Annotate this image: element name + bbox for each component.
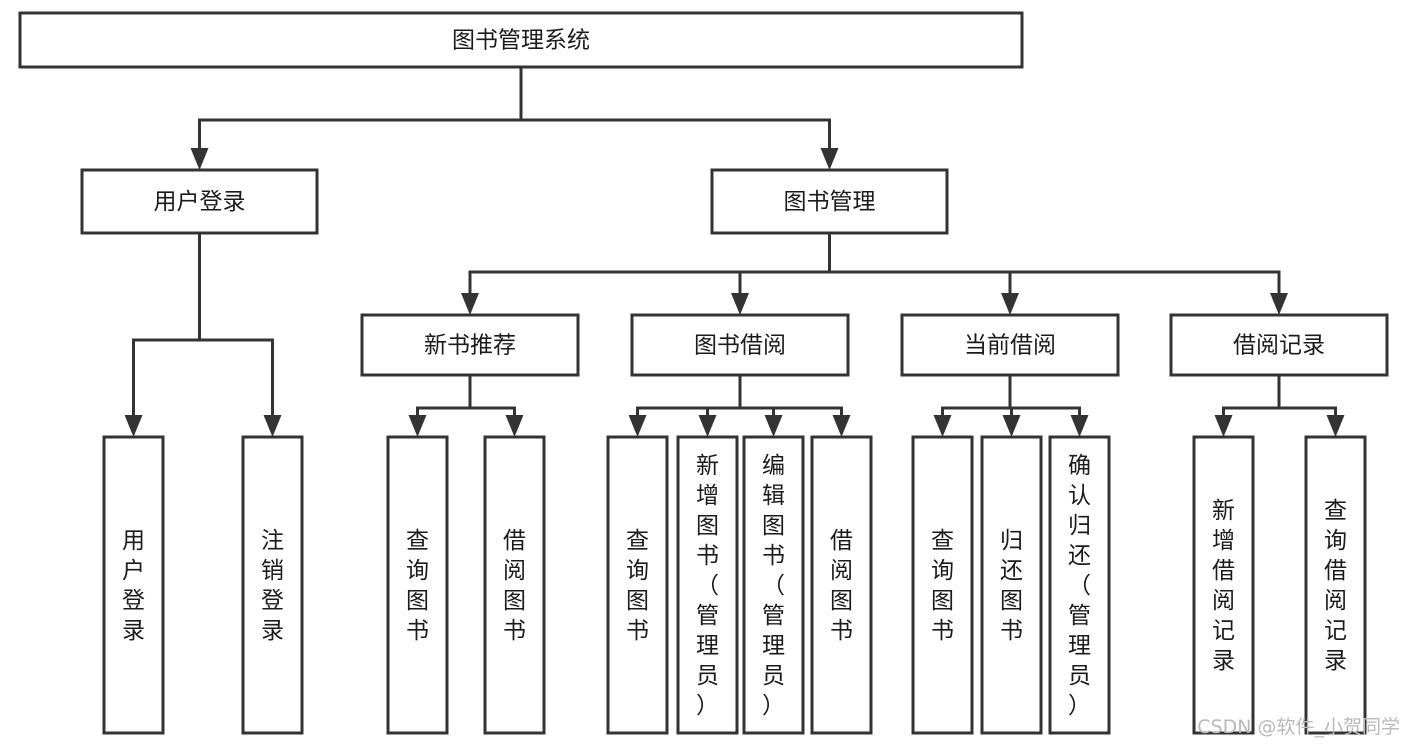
node-leaf-query-borrow-record[interactable]: 查询借阅记录 [1304, 435, 1367, 735]
node-box-leaf-add-borrow-record[interactable] [1192, 435, 1255, 735]
node-box-leaf-add-book-admin[interactable] [676, 435, 739, 735]
node-label-leaf-query-book-cur: 查询图书 [931, 528, 954, 644]
arrow-head-icon [408, 415, 427, 437]
node-label-leaf-query-borrow-record: 查询借阅记录 [1324, 498, 1347, 674]
node-label-leaf-edit-book-admin: 编辑图书（管理员） [762, 453, 785, 719]
arrow-head-icon [124, 415, 143, 437]
node-leaf-return-book[interactable]: 归还图书 [980, 435, 1043, 735]
arrow-head-icon [505, 415, 524, 437]
node-leaf-edit-book-admin[interactable]: 编辑图书（管理员） [742, 435, 805, 735]
node-leaf-add-borrow-record[interactable]: 新增借阅记录 [1192, 435, 1255, 735]
node-label-leaf-add-book-admin: 新增图书（管理员） [696, 453, 719, 719]
node-leaf-borrow-book[interactable]: 借阅图书 [810, 435, 873, 735]
node-label-user-login: 用户登录 [154, 189, 246, 215]
node-box-leaf-logout[interactable] [241, 435, 304, 735]
node-label-current-borrow: 当前借阅 [964, 333, 1056, 359]
arrow-head-icon [698, 415, 717, 437]
arrow-head-icon [1002, 415, 1021, 437]
arrow-head-icon [628, 415, 647, 437]
node-leaf-confirm-return-admin[interactable]: 确认归还（管理员） [1048, 435, 1111, 735]
node-box-leaf-query-book-borrow[interactable] [606, 435, 669, 735]
node-label-leaf-query-book-rec: 查询图书 [406, 528, 429, 644]
node-leaf-query-book-rec[interactable]: 查询图书 [386, 435, 449, 735]
node-box-new-book-recommend[interactable] [360, 313, 580, 377]
arrow-head-icon [1001, 293, 1019, 315]
node-box-book-borrow[interactable] [630, 313, 850, 377]
node-leaf-query-book-borrow[interactable]: 查询图书 [606, 435, 669, 735]
arrow-head-icon [764, 415, 783, 437]
node-label-leaf-add-borrow-record: 新增借阅记录 [1212, 498, 1235, 674]
node-label-leaf-logout: 注销登录 [261, 528, 284, 644]
node-box-leaf-query-book-cur[interactable] [911, 435, 974, 735]
node-label-leaf-user-login: 用户登录 [122, 528, 145, 644]
node-label-leaf-borrow-book: 借阅图书 [830, 528, 853, 644]
node-box-leaf-edit-book-admin[interactable] [742, 435, 805, 735]
node-leaf-borrow-book-rec[interactable]: 借阅图书 [483, 435, 546, 735]
node-box-leaf-user-login[interactable] [102, 435, 165, 735]
node-label-book-borrow: 图书借阅 [694, 333, 786, 359]
node-layer: 图书管理系统用户登录图书管理新书推荐图书借阅当前借阅借阅记录用户登录注销登录查询… [18, 11, 1389, 735]
node-box-current-borrow[interactable] [900, 313, 1120, 377]
arrow-head-icon [832, 415, 851, 437]
node-box-borrow-record[interactable] [1169, 313, 1389, 377]
node-leaf-query-book-cur[interactable]: 查询图书 [911, 435, 974, 735]
watermark-label: CSDN @软件_小贺同学 [1197, 716, 1400, 738]
node-label-leaf-confirm-return-admin: 确认归还（管理员） [1068, 453, 1091, 719]
node-box-root[interactable] [18, 11, 1024, 69]
node-label-new-book-recommend: 新书推荐 [424, 333, 516, 359]
node-box-book-manage[interactable] [710, 168, 949, 235]
node-borrow-record[interactable]: 借阅记录 [1169, 313, 1389, 377]
arrow-head-icon [820, 148, 839, 170]
node-box-leaf-query-borrow-record[interactable] [1304, 435, 1367, 735]
node-box-leaf-return-book[interactable] [980, 435, 1043, 735]
node-label-book-manage: 图书管理 [784, 189, 876, 215]
arrow-head-icon [731, 293, 749, 315]
connector-layer [124, 65, 1345, 437]
node-label-leaf-borrow-book-rec: 借阅图书 [503, 528, 526, 644]
node-box-leaf-query-book-rec[interactable] [386, 435, 449, 735]
arrow-head-icon [190, 148, 209, 170]
node-box-leaf-borrow-book-rec[interactable] [483, 435, 546, 735]
node-box-user-login[interactable] [80, 168, 319, 235]
arrow-head-icon [1326, 415, 1345, 437]
node-label-leaf-return-book: 归还图书 [1000, 528, 1023, 644]
arrow-head-icon [1270, 293, 1288, 315]
node-label-root: 图书管理系统 [452, 28, 590, 54]
node-current-borrow[interactable]: 当前借阅 [900, 313, 1120, 377]
node-box-leaf-confirm-return-admin[interactable] [1048, 435, 1111, 735]
node-leaf-logout[interactable]: 注销登录 [241, 435, 304, 735]
arrow-head-icon [933, 415, 952, 437]
node-leaf-user-login[interactable]: 用户登录 [102, 435, 165, 735]
arrow-head-icon [263, 415, 282, 437]
arrow-head-icon [461, 293, 479, 315]
node-box-leaf-borrow-book[interactable] [810, 435, 873, 735]
node-root[interactable]: 图书管理系统 [18, 11, 1024, 69]
node-new-book-recommend[interactable]: 新书推荐 [360, 313, 580, 377]
node-book-manage[interactable]: 图书管理 [710, 168, 949, 235]
node-label-leaf-query-book-borrow: 查询图书 [626, 528, 649, 644]
node-label-borrow-record: 借阅记录 [1233, 333, 1325, 359]
arrow-head-icon [1214, 415, 1233, 437]
node-leaf-add-book-admin[interactable]: 新增图书（管理员） [676, 435, 739, 735]
node-book-borrow[interactable]: 图书借阅 [630, 313, 850, 377]
arrow-head-icon [1070, 415, 1089, 437]
node-user-login[interactable]: 用户登录 [80, 168, 319, 235]
